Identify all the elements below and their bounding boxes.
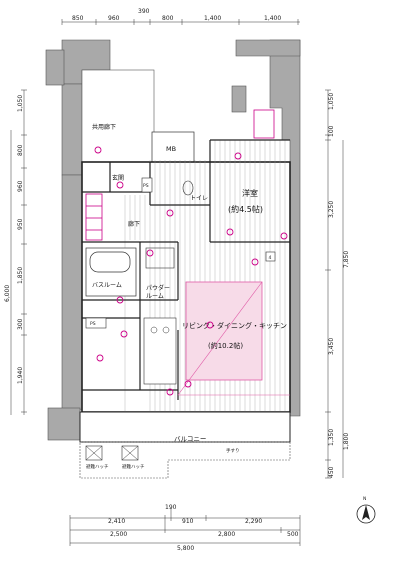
- label-entrance: 玄関: [112, 174, 124, 182]
- left-dimension-labels: 1,050 800 960 950 1,850 300 1,940 6,000: [4, 95, 24, 384]
- ps-box-1: [85, 317, 107, 329]
- marker-box: [265, 251, 276, 262]
- label-toilet: トイレ: [190, 195, 208, 202]
- label-bathroom: バスルーム: [92, 282, 122, 289]
- label-powder-b: ルーム: [146, 293, 164, 300]
- dim-top-2: 960: [108, 15, 120, 22]
- label-hallway: 廊下: [128, 220, 140, 228]
- label-num-4: 4: [269, 255, 272, 261]
- dim-right-4: 3,450: [328, 338, 335, 355]
- label-powder-a: パウダー: [146, 284, 170, 292]
- ldk-guides: [177, 281, 290, 396]
- dim-bottom-2: 2,410: [108, 518, 125, 525]
- label-rail: 手すり: [226, 447, 240, 454]
- dim-bottom-1: 190: [165, 504, 177, 511]
- ldk-highlight: [185, 281, 263, 381]
- dim-top-5: 1,400: [204, 15, 221, 22]
- label-common-corridor: 共用廊下: [92, 123, 116, 131]
- label-ps-1: PS: [90, 321, 96, 327]
- kitchen-counter: [143, 317, 177, 385]
- label-ps-2: PS: [143, 183, 149, 189]
- internal-walls: [82, 139, 290, 400]
- dim-top-3: 390: [138, 8, 150, 15]
- dim-bottom-5: 2,500: [110, 531, 127, 538]
- dim-bottom-4: 2,290: [245, 518, 262, 525]
- outlet-markers: [94, 146, 288, 396]
- top-dimensions: [61, 19, 300, 25]
- dim-right-1: 1,050: [328, 93, 335, 110]
- dim-top-6: 1,400: [264, 15, 281, 22]
- dim-left-4: 950: [17, 218, 24, 230]
- balcony-lower: [79, 441, 291, 479]
- dim-right-3: 3,250: [328, 201, 335, 218]
- right-dimensions: [325, 89, 344, 479]
- label-western-room: 洋室: [242, 188, 258, 198]
- label-hatch-1: 避難ハッチ: [86, 463, 109, 470]
- toilet-bowl: [182, 180, 194, 196]
- dim-bottom-3: 910: [182, 518, 194, 525]
- dim-bottom-7: 500: [287, 531, 299, 538]
- washbasin: [145, 247, 175, 269]
- ps-box-2: [141, 177, 153, 193]
- dim-bottom-6: 2,800: [218, 531, 235, 538]
- label-ldk: リビング・ダイニング・キッチン: [182, 321, 287, 330]
- left-dimensions: [10, 89, 27, 415]
- dim-top-4: 800: [162, 15, 174, 22]
- label-western-room-size: (約4.5帖): [228, 204, 263, 214]
- bottom-dimensions: [69, 508, 301, 546]
- mb-closet: [151, 131, 195, 163]
- label-ldk-size: (約10.2帖): [208, 341, 243, 350]
- dim-bottom-total: 5,800: [177, 545, 194, 552]
- storage-shelves: [85, 109, 275, 241]
- dim-left-1: 1,050: [17, 95, 24, 112]
- dim-top-1: 850: [72, 15, 84, 22]
- stove-burner-2: [162, 326, 170, 334]
- right-dimension-labels: 1,050 100 3,250 3,450 1,350 450 7,850 1,…: [328, 93, 350, 478]
- dim-left-total: 6,000: [4, 285, 11, 302]
- dim-left-2: 800: [17, 144, 24, 156]
- label-balcony: バルコニー: [174, 435, 206, 443]
- dim-right-total-a: 7,850: [343, 251, 350, 268]
- dim-right-6: 450: [328, 466, 335, 478]
- label-hatch-2: 避難ハッチ: [122, 463, 145, 470]
- stove-burner-1: [150, 326, 158, 334]
- common-corridor: [81, 69, 155, 175]
- compass: N: [356, 496, 376, 524]
- dim-left-3: 960: [17, 180, 24, 192]
- dim-right-2: 100: [328, 125, 335, 137]
- bathtub: [89, 251, 131, 273]
- dim-left-7: 1,940: [17, 367, 24, 384]
- dim-right-5: 1,350: [328, 429, 335, 446]
- compass-north: N: [363, 496, 366, 502]
- label-mb: MB: [166, 145, 176, 153]
- dim-left-6: 300: [17, 318, 24, 330]
- dim-right-total-b: 1,800: [343, 433, 350, 450]
- dim-left-5: 1,850: [17, 267, 24, 284]
